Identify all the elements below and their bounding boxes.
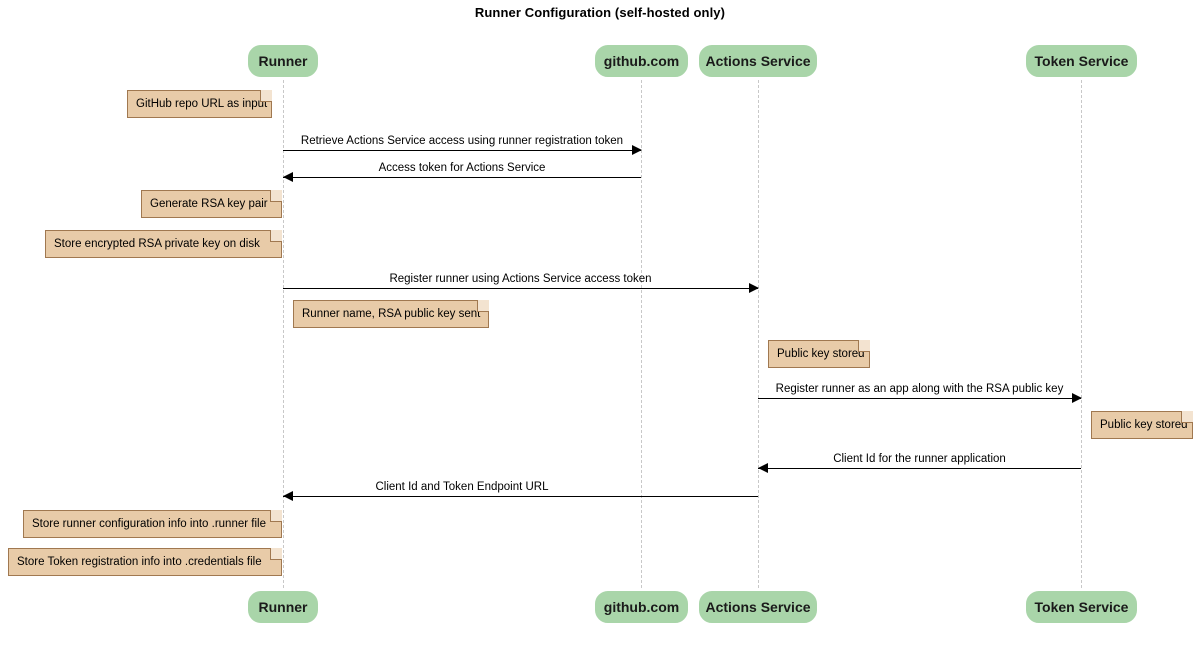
note-fold-icon	[477, 300, 489, 312]
participant-token-top[interactable]: Token Service	[1026, 45, 1137, 77]
message-line-register-runner-as-app	[758, 398, 1081, 399]
note-fold-icon	[858, 340, 870, 352]
arrowhead-access-token	[283, 172, 293, 182]
note-fold-icon	[260, 90, 272, 102]
message-line-client-id-token-endpoint	[283, 496, 758, 497]
participant-actions-bottom[interactable]: Actions Service	[699, 591, 817, 623]
page-title: Runner Configuration (self-hosted only)	[474, 5, 726, 20]
message-label-retrieve-actions-access: Retrieve Actions Service access using ru…	[300, 135, 624, 147]
message-line-register-runner	[283, 288, 758, 289]
message-label-register-runner-as-app: Register runner as an app along with the…	[775, 383, 1064, 395]
message-label-client-id-for-runner-app: Client Id for the runner application	[833, 453, 1006, 465]
note-text: Runner name, RSA public key sent	[302, 308, 481, 320]
note-text: GitHub repo URL as input	[136, 98, 268, 110]
note-public-key-stored-actions: Public key stored	[768, 340, 870, 368]
participant-runner-bottom[interactable]: Runner	[248, 591, 318, 623]
lifeline-actions	[758, 80, 759, 588]
note-store-token-registration: Store Token registration info into .cred…	[8, 548, 282, 576]
note-public-key-stored-token: Public key stored	[1091, 411, 1193, 439]
note-runner-name-public-key: Runner name, RSA public key sent	[293, 300, 489, 328]
note-generate-rsa-key-pair: Generate RSA key pair	[141, 190, 282, 218]
participant-github-bottom[interactable]: github.com	[595, 591, 688, 623]
message-line-access-token	[283, 177, 641, 178]
note-store-runner-config: Store runner configuration info into .ru…	[23, 510, 282, 538]
arrowhead-client-id-token-endpoint	[283, 491, 293, 501]
arrowhead-retrieve-actions-access	[632, 145, 642, 155]
participant-runner-top[interactable]: Runner	[248, 45, 318, 77]
arrowhead-client-id-for-runner-app	[758, 463, 768, 473]
note-fold-icon	[1181, 411, 1193, 423]
note-text: Store Token registration info into .cred…	[17, 556, 262, 568]
participant-github-top[interactable]: github.com	[595, 45, 688, 77]
arrowhead-register-runner	[749, 283, 759, 293]
participant-actions-top[interactable]: Actions Service	[699, 45, 817, 77]
message-label-client-id-token-endpoint: Client Id and Token Endpoint URL	[375, 481, 549, 493]
note-text: Store encrypted RSA private key on disk	[54, 238, 260, 250]
note-fold-icon	[270, 510, 282, 522]
participant-token-bottom[interactable]: Token Service	[1026, 591, 1137, 623]
lifeline-token	[1081, 80, 1082, 588]
note-fold-icon	[270, 230, 282, 242]
arrowhead-register-runner-as-app	[1072, 393, 1082, 403]
message-label-access-token: Access token for Actions Service	[378, 162, 546, 174]
message-line-client-id-for-runner-app	[758, 468, 1081, 469]
message-line-retrieve-actions-access	[283, 150, 641, 151]
note-text: Generate RSA key pair	[150, 198, 268, 210]
lifeline-runner	[283, 80, 284, 588]
note-fold-icon	[270, 190, 282, 202]
note-store-encrypted-private-key: Store encrypted RSA private key on disk	[45, 230, 282, 258]
lifeline-github	[641, 80, 642, 588]
note-text: Public key stored	[1100, 419, 1188, 431]
note-text: Store runner configuration info into .ru…	[32, 518, 266, 530]
note-github-repo-url: GitHub repo URL as input	[127, 90, 272, 118]
note-fold-icon	[270, 548, 282, 560]
note-text: Public key stored	[777, 348, 865, 360]
message-label-register-runner: Register runner using Actions Service ac…	[389, 273, 652, 285]
